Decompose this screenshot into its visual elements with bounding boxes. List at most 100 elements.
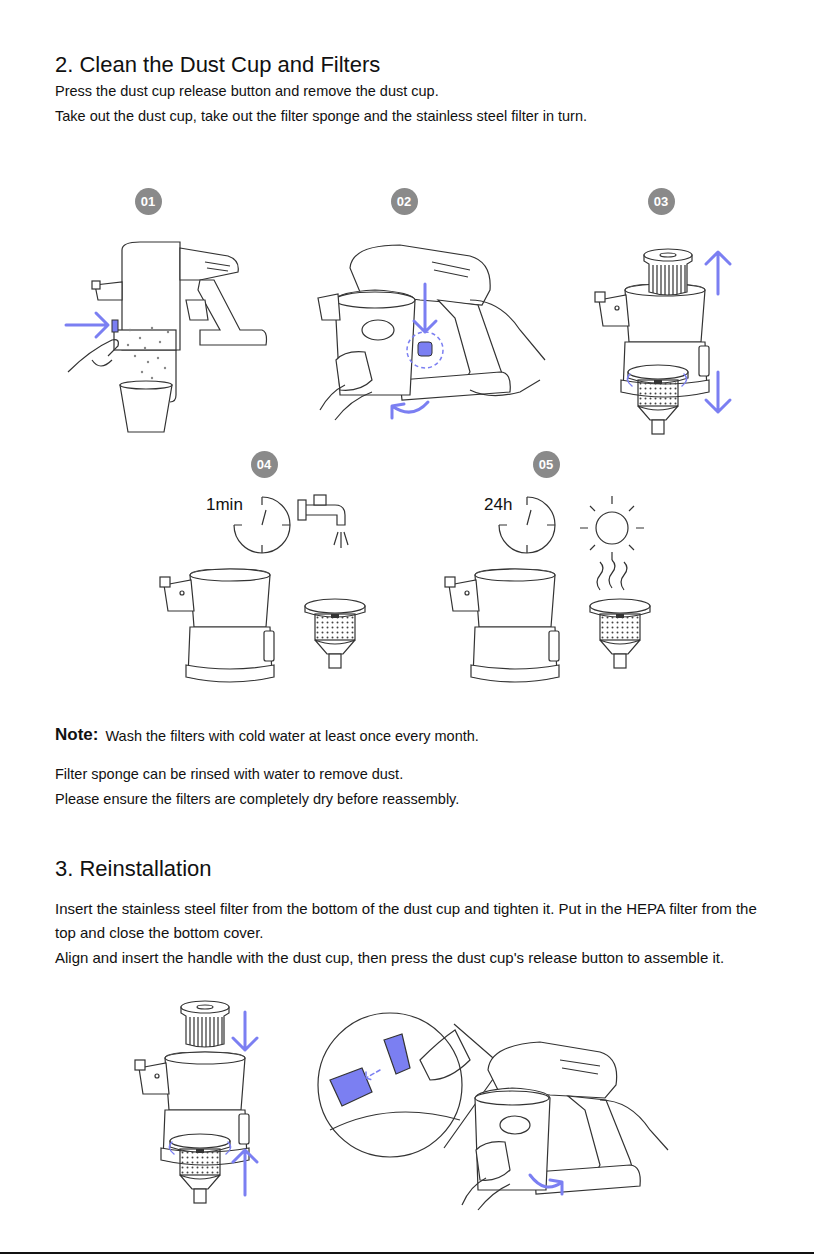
step-one-figure bbox=[157, 357, 159, 359]
time-label: 24h bbox=[484, 494, 512, 516]
step-three-figure bbox=[628, 365, 688, 434]
reinstall-handle-figure bbox=[475, 1088, 550, 1190]
step-four-figure bbox=[314, 495, 326, 505]
reinstall-handle-figure bbox=[330, 1112, 460, 1130]
reinstall-filters-figure bbox=[233, 1012, 257, 1050]
step-five-figure bbox=[590, 599, 650, 668]
step-two-figure bbox=[336, 352, 372, 391]
step-one-figure bbox=[198, 280, 267, 345]
step-one-figure bbox=[159, 341, 161, 343]
step-one-figure bbox=[186, 300, 208, 320]
step-number-circle: 04 bbox=[251, 451, 278, 478]
step-five-figure bbox=[597, 560, 627, 590]
reinstall-filters-figure bbox=[135, 1001, 257, 1203]
step-five-figure bbox=[445, 569, 559, 682]
note-text: Wash the filters with cold water at leas… bbox=[105, 727, 478, 746]
step-two-figure bbox=[318, 245, 545, 420]
reinstall-handle-figure bbox=[476, 1142, 510, 1181]
step-three-figure bbox=[627, 374, 686, 386]
reinstall-filters-figure bbox=[181, 1001, 229, 1047]
step-two-figure bbox=[470, 380, 540, 396]
reinstall-handle-figure bbox=[318, 1013, 462, 1157]
step-two-figure bbox=[414, 284, 436, 332]
step-two-figure bbox=[335, 290, 415, 395]
step-one-figure bbox=[120, 385, 172, 432]
step-four-figure bbox=[334, 532, 348, 548]
step-five-figure bbox=[596, 512, 628, 544]
step-one-figure bbox=[167, 331, 169, 333]
page-rule bbox=[0, 1252, 814, 1254]
step-number-circle: 02 bbox=[391, 188, 418, 215]
step-number-circle: 03 bbox=[648, 188, 675, 215]
step-one-figure bbox=[205, 262, 230, 271]
step-one-figure bbox=[139, 337, 141, 339]
reinstall-handle-figure bbox=[530, 1175, 562, 1194]
step-one-figure bbox=[144, 347, 146, 349]
step-one-figure bbox=[127, 344, 129, 346]
reinstall-filters-figure bbox=[170, 1134, 230, 1203]
step-one-figure bbox=[147, 361, 149, 363]
step-number: 03 bbox=[654, 194, 668, 209]
step-one-figure bbox=[120, 381, 172, 389]
step-number: 02 bbox=[397, 194, 411, 209]
step-two-figure bbox=[470, 300, 545, 360]
step-number: 04 bbox=[257, 457, 271, 472]
step-three-figure bbox=[644, 249, 692, 295]
step-two-figure bbox=[432, 262, 470, 277]
step-one-figure bbox=[92, 360, 112, 366]
step-one-figure bbox=[151, 327, 153, 329]
step-four-figure bbox=[160, 569, 274, 682]
step-three-figure bbox=[595, 249, 730, 434]
step-one-figure bbox=[66, 313, 108, 337]
reinstall-filters-figure bbox=[233, 1150, 257, 1195]
step-three-figure bbox=[706, 252, 730, 294]
step-one-figure bbox=[66, 242, 267, 432]
step-one-figure bbox=[68, 340, 118, 372]
step-one-figure bbox=[134, 355, 136, 357]
section-heading: 2. Clean the Dust Cup and Filters bbox=[55, 52, 380, 78]
step-two-figure bbox=[320, 385, 372, 420]
reinstall-handle-figure bbox=[366, 1070, 380, 1080]
step-one-figure bbox=[164, 367, 166, 369]
instruction-text: Insert the stainless steel filter from t… bbox=[55, 897, 775, 945]
step-four-figure bbox=[160, 495, 365, 682]
step-one-figure bbox=[129, 329, 131, 331]
reinstall-handle-figure bbox=[384, 1034, 410, 1074]
reinstall-handle-figure bbox=[318, 1013, 668, 1210]
step-five-figure bbox=[445, 496, 650, 682]
reinstall-handle-figure bbox=[462, 1178, 510, 1210]
reinstall-handle-figure bbox=[600, 1100, 668, 1150]
instruction-text: Press the dust cup release button and re… bbox=[55, 82, 785, 101]
reinstall-handle-figure bbox=[420, 1030, 470, 1080]
step-number-circle: 01 bbox=[135, 188, 162, 215]
step-two-figure bbox=[362, 320, 394, 340]
step-two-figure bbox=[318, 294, 340, 320]
step-one-figure bbox=[151, 377, 153, 379]
step-two-figure bbox=[418, 342, 432, 356]
step-two-figure bbox=[335, 292, 415, 308]
note-text: Please ensure the filters are completely… bbox=[55, 790, 785, 809]
step-three-figure bbox=[706, 372, 730, 412]
step-four-figure bbox=[305, 599, 365, 668]
reinstall-filters-figure bbox=[169, 1142, 230, 1154]
section-heading: 3. Reinstallation bbox=[55, 855, 212, 884]
step-one-figure bbox=[141, 371, 143, 373]
step-two-figure bbox=[392, 402, 428, 418]
reinstall-handle-figure bbox=[500, 1116, 530, 1134]
step-one-figure bbox=[92, 281, 100, 289]
step-number-circle: 05 bbox=[533, 451, 560, 478]
step-one-figure bbox=[112, 320, 118, 332]
time-label: 1min bbox=[206, 494, 243, 516]
step-two-figure bbox=[407, 332, 443, 368]
instruction-text: Align and insert the handle with the dus… bbox=[55, 946, 775, 970]
step-one-figure bbox=[180, 248, 238, 280]
reinstall-handle-figure bbox=[475, 1091, 549, 1105]
step-four-figure bbox=[305, 505, 345, 525]
step-four-figure bbox=[298, 500, 306, 520]
step-five-figure bbox=[580, 496, 644, 560]
note-heading: Note: bbox=[55, 724, 98, 746]
reinstall-handle-figure bbox=[560, 1060, 600, 1074]
note-text: Filter sponge can be rinsed with water t… bbox=[55, 765, 785, 784]
step-one-figure bbox=[114, 330, 176, 350]
step-number: 05 bbox=[539, 457, 553, 472]
